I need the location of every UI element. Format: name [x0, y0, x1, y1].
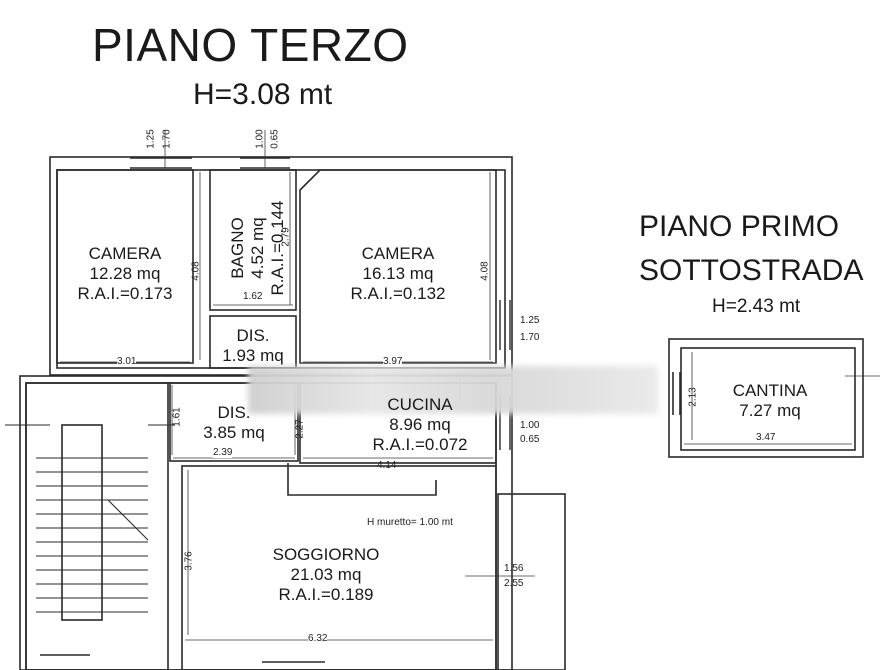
cantina-area: 7.27 mq — [739, 401, 801, 420]
third-floor-height: H=3.08 mt — [193, 78, 333, 111]
camera-right-area: 16.13 mq — [362, 264, 434, 283]
dim-100-top: 1.00 — [254, 129, 266, 149]
cantina-name: CANTINA — [732, 381, 808, 400]
camera-left-rai: R.A.I.=0.173 — [77, 284, 173, 303]
dim-156: 1.56 — [504, 563, 524, 574]
bagno-room — [209, 169, 297, 311]
basement-title-line1: PIANO PRIMO — [639, 210, 840, 243]
camera-left-area: 12.28 mq — [89, 264, 161, 283]
camera-left-name: CAMERA — [88, 244, 162, 263]
dim-161: 1.61 — [171, 407, 183, 427]
camera-right-rai: R.A.I.=0.132 — [350, 284, 446, 303]
camera-right-name: CAMERA — [361, 244, 435, 263]
cantina-label: CANTINA 7.27 mq — [700, 381, 840, 421]
soggiorno-area: 21.03 mq — [290, 565, 362, 584]
soggiorno-label: SOGGIORNO 21.03 mq R.A.I.=0.189 — [246, 545, 406, 605]
cucina-name: CUCINA — [387, 395, 453, 414]
dis-lower-name: DIS. — [217, 403, 251, 422]
dim-301: 3.01 — [117, 356, 137, 367]
camera-left-label: CAMERA 12.28 mq R.A.I.=0.173 — [58, 244, 192, 304]
dim-376: 3.76 — [183, 551, 195, 571]
blur-watermark — [248, 366, 658, 414]
soggiorno-name: SOGGIORNO — [272, 545, 380, 564]
soggiorno-rai: R.A.I.=0.189 — [278, 585, 374, 604]
third-floor-title: PIANO TERZO — [92, 19, 409, 71]
dim-162: 1.62 — [243, 291, 263, 302]
cantina-inner-wall — [680, 347, 856, 451]
cucina-label: CUCINA 8.96 mq R.A.I.=0.072 — [340, 395, 500, 455]
cantina-outer-wall — [668, 338, 864, 458]
dis-upper-area: 1.93 mq — [222, 346, 284, 365]
dim-227: 2.27 — [294, 419, 306, 439]
dis-lower-label: DIS. 3.85 mq — [180, 403, 288, 443]
bagno-rai: R.A.I.=0.144 — [268, 200, 287, 296]
dis-lower-area: 3.85 mq — [203, 423, 265, 442]
dim-213: 2.13 — [687, 387, 699, 407]
dim-408-left: 4.08 — [190, 261, 202, 281]
dim-125-right: 1.25 — [520, 315, 540, 326]
dim-414: 4.14 — [377, 460, 397, 471]
cucina-rai: R.A.I.=0.072 — [372, 435, 468, 454]
dim-239: 2.39 — [213, 447, 233, 458]
dis-upper-name: DIS. — [236, 326, 270, 345]
dis-lower-room — [169, 382, 299, 462]
dim-408-right: 4.08 — [479, 261, 491, 281]
dim-100-right: 1.00 — [520, 420, 540, 431]
dis-upper-label: DIS. 1.93 mq — [210, 326, 296, 366]
stair-well — [25, 382, 169, 670]
dim-125-top: 1.25 — [145, 129, 157, 149]
muretto-note: H muretto= 1.00 mt — [367, 517, 453, 528]
dim-255: 2.55 — [504, 578, 524, 589]
dim-170-right: 1.70 — [520, 332, 540, 343]
cucina-area: 8.96 mq — [389, 415, 451, 434]
dim-170-top: 1.70 — [161, 129, 173, 149]
dim-279: 2.79 — [280, 227, 292, 247]
soggiorno-room — [181, 465, 497, 670]
dim-632: 6.32 — [308, 633, 328, 644]
bagno-area: 4.52 mq — [248, 217, 267, 279]
bagno-name: BAGNO — [228, 217, 247, 279]
balcony — [497, 493, 566, 670]
dim-065-top: 0.65 — [269, 129, 281, 149]
basement-height: H=2.43 mt — [712, 296, 801, 317]
dim-065-right: 0.65 — [520, 434, 540, 445]
cucina-muretto — [287, 463, 437, 496]
dim-347: 3.47 — [756, 432, 776, 443]
camera-right-label: CAMERA 16.13 mq R.A.I.=0.132 — [318, 244, 478, 304]
stair-core — [61, 424, 103, 621]
dim-397: 3.97 — [383, 356, 403, 367]
basement-title-line2: SOTTOSTRADA — [639, 254, 864, 287]
bagno-label: BAGNO 4.52 mq R.A.I.=0.144 — [228, 158, 288, 338]
